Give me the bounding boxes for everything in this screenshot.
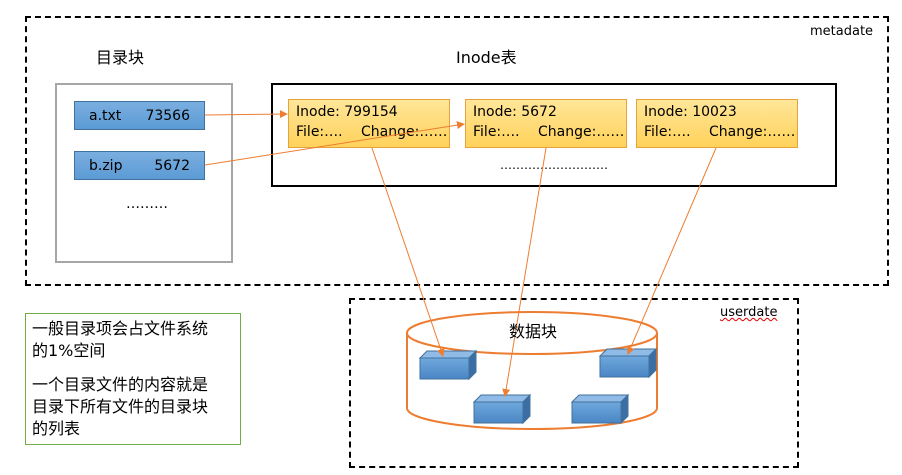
arrow-inode1-to-block bbox=[371, 147, 445, 357]
inode-number: Inode: 799154 bbox=[296, 104, 398, 120]
data-block-title: 数据块 bbox=[509, 322, 558, 341]
metadata-region bbox=[25, 16, 889, 286]
arrow-a-txt-to-inode bbox=[204, 110, 288, 119]
inode-file: File:…. bbox=[473, 124, 520, 140]
inode-number: Inode: 5672 bbox=[473, 104, 557, 120]
arrow-inode3-to-block bbox=[627, 147, 717, 355]
inode-5672: Inode: 5672 File:…. Change:…… bbox=[465, 99, 627, 148]
inode-change: Change:…… bbox=[538, 124, 625, 140]
metadata-label: metadate bbox=[810, 24, 874, 39]
inode-file: File:…. bbox=[296, 124, 343, 140]
data-block-4 bbox=[570, 393, 630, 425]
inode-change: Change:…… bbox=[361, 124, 448, 140]
note-line: 的列表 bbox=[32, 419, 81, 438]
note-line: 目录下所有文件的目录块 bbox=[32, 397, 209, 416]
entry-name: b.zip bbox=[89, 157, 123, 174]
inode-799154: Inode: 799154 File:…. Change:…… bbox=[288, 99, 450, 148]
directory-ellipsis: ……… bbox=[126, 196, 168, 212]
explanation-note: 一般目录项会占文件系统 的1%空间 一个目录文件的内容就是 目录下所有文件的目录… bbox=[25, 313, 241, 445]
note-line: 一个目录文件的内容就是 bbox=[32, 375, 209, 394]
entry-inode: 73566 bbox=[145, 107, 190, 124]
inode-number: Inode: 10023 bbox=[644, 104, 737, 120]
arrow-b-zip-to-inode bbox=[204, 121, 465, 166]
directory-entry-a-txt: a.txt 73566 bbox=[74, 101, 205, 130]
inode-10023: Inode: 10023 File:…. Change:…… bbox=[636, 99, 798, 148]
note-line: 的1%空间 bbox=[32, 341, 106, 360]
inode-change: Change:…… bbox=[709, 124, 796, 140]
entry-inode: 5672 bbox=[154, 157, 190, 174]
entry-name: a.txt bbox=[89, 107, 122, 124]
arrow-inode2-to-block bbox=[502, 147, 547, 397]
data-block-3 bbox=[472, 393, 532, 425]
directory-entry-b-zip: b.zip 5672 bbox=[74, 151, 205, 180]
directory-title: 目录块 bbox=[96, 48, 145, 67]
note-line: 一般目录项会占文件系统 bbox=[32, 319, 209, 338]
userdata-region bbox=[349, 298, 799, 468]
inode-file: File:…. bbox=[644, 124, 691, 140]
data-block-1 bbox=[418, 349, 478, 381]
inode-table-title: Inode表 bbox=[456, 48, 517, 67]
inode-table-ellipsis: ……………………… bbox=[500, 158, 608, 172]
data-block-2 bbox=[598, 347, 658, 379]
userdata-label: userdate bbox=[720, 305, 778, 320]
